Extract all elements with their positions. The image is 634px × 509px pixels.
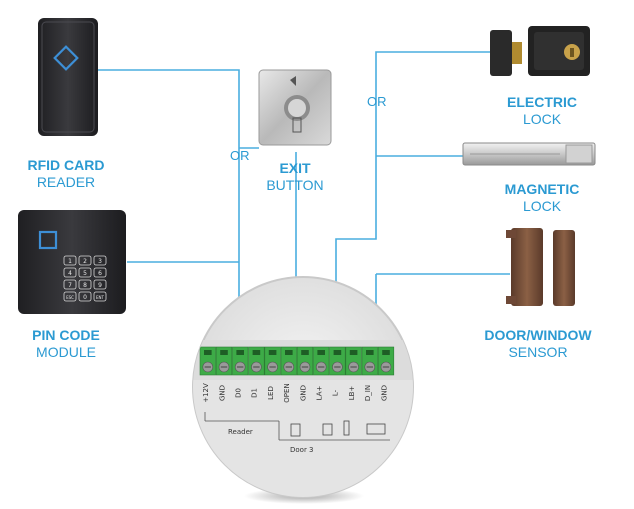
keypad-key-label: 8 <box>83 282 87 289</box>
group-reader-label: Reader <box>228 428 253 436</box>
keypad-key: ESC <box>63 291 77 302</box>
door-sensor-title: DOOR/WINDOW <box>484 327 592 343</box>
keypad-key: 8 <box>78 279 92 290</box>
exit-button-label: EXIT BUTTON <box>250 160 340 194</box>
keypad-key-label: 9 <box>98 282 102 289</box>
terminal-block <box>361 346 378 376</box>
keypad-key: 4 <box>63 267 77 278</box>
terminal-block <box>313 346 330 376</box>
keypad-key: 5 <box>78 267 92 278</box>
keypad-key: 3 <box>93 255 107 266</box>
terminal-block <box>296 346 314 376</box>
terminal-label: LA+ <box>316 386 324 401</box>
keypad-key-label: ESC <box>66 295 74 300</box>
pin-module-title: PIN CODE <box>32 327 100 343</box>
pin-module-label: PIN CODE MODULE <box>16 327 116 361</box>
rfid-reader-subtitle: READER <box>36 174 96 190</box>
keypad-key-label: 3 <box>98 258 102 265</box>
magnetic-lock-icon <box>462 142 596 166</box>
electric-lock-label: ELECTRIC LOCK <box>492 94 592 128</box>
terminal-label: D1 <box>251 388 259 398</box>
terminal-label: GND <box>218 385 226 401</box>
keypad-key-label: 7 <box>68 282 72 289</box>
keypad-key: 1 <box>63 255 77 266</box>
terminal-block <box>215 346 233 376</box>
keypad-key-label: 5 <box>83 270 87 277</box>
pin-module-subtitle: MODULE <box>36 344 96 360</box>
keypad-key: 6 <box>93 267 107 278</box>
magnetic-lock-subtitle: LOCK <box>522 198 562 214</box>
terminal-block <box>248 346 265 376</box>
or-label-right: OR <box>367 94 387 109</box>
keypad-key: ENT <box>93 291 107 302</box>
terminal-block <box>232 346 249 376</box>
rfid-reader-label: RFID CARD READER <box>16 157 116 191</box>
terminal-label: +12V <box>202 383 210 403</box>
magnetic-lock-label: MAGNETIC LOCK <box>492 181 592 215</box>
wires <box>98 51 510 335</box>
terminal-label: GND <box>299 385 307 401</box>
group-door-label: Door 3 <box>290 446 314 454</box>
keypad-key-label: 6 <box>98 270 102 277</box>
terminal-block <box>329 346 346 376</box>
keypad-key-label: ENT <box>96 295 105 300</box>
keypad-key-label: 4 <box>68 270 72 277</box>
keypad-key: 9 <box>93 279 107 290</box>
keypad-key-label: 0 <box>83 294 87 301</box>
exit-button-title: EXIT <box>279 160 311 176</box>
keypad-key: 0 <box>78 291 92 302</box>
door-sensor-label: DOOR/WINDOW SENSOR <box>478 327 598 361</box>
keypad-key: 2 <box>78 255 92 266</box>
terminal-block <box>280 346 297 376</box>
electric-lock-subtitle: LOCK <box>522 111 562 127</box>
or-label-left: OR <box>230 148 250 163</box>
door-window-sensor-icon <box>506 228 575 306</box>
terminal-block <box>264 346 281 376</box>
rfid-reader-icon <box>38 18 98 136</box>
terminal-label: OPEN <box>283 383 291 402</box>
terminal-label: LB+ <box>348 386 356 401</box>
terminal-label: LED <box>267 386 275 400</box>
exit-button-icon <box>258 69 332 146</box>
terminal-block <box>199 346 216 376</box>
keypad-key-label: 2 <box>83 258 87 265</box>
terminal-block <box>377 346 395 376</box>
controller-board-icon: +12V GND D0 D1 LED OPEN GND LA+ L- LB+ D_IN GND Rea… <box>192 276 414 504</box>
exit-button-subtitle: BUTTON <box>266 177 324 193</box>
terminal-label: GND <box>380 385 388 401</box>
magnetic-lock-title: MAGNETIC <box>504 181 580 197</box>
keypad-key: 7 <box>63 279 77 290</box>
electric-lock-title: ELECTRIC <box>507 94 577 110</box>
terminal-label: D0 <box>235 388 243 398</box>
terminal-label: L- <box>332 389 340 396</box>
terminal-block <box>345 346 362 376</box>
door-sensor-subtitle: SENSOR <box>508 344 568 360</box>
rfid-reader-title: RFID CARD <box>27 157 105 173</box>
electric-lock-icon <box>490 26 590 76</box>
terminal-label: D_IN <box>364 385 372 401</box>
keypad-key-label: 1 <box>68 258 72 265</box>
